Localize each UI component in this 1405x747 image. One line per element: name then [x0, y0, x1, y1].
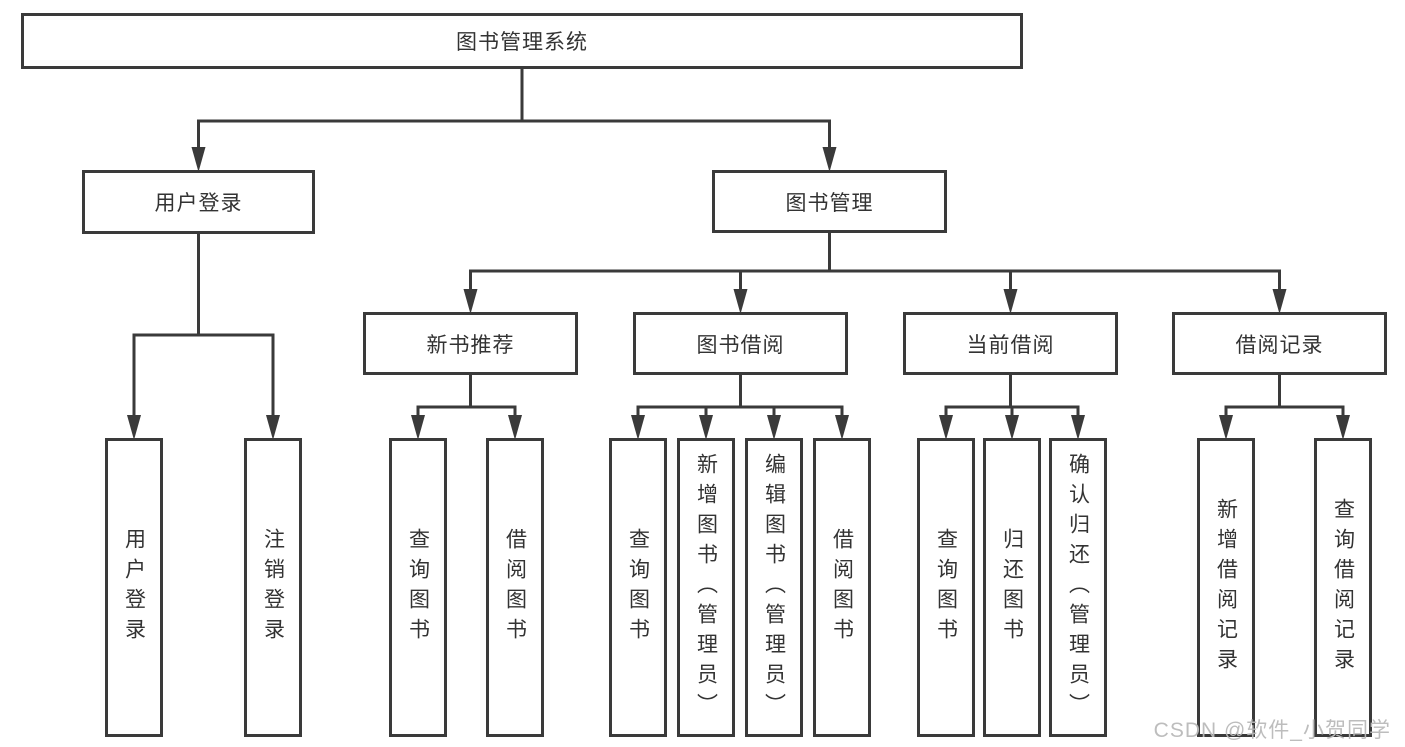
node-records-query-record: 查询借阅记录 — [1314, 438, 1372, 737]
node-borrowing-add-books: 新增图书（管理员） — [677, 438, 735, 737]
node-label: 图书管理系统 — [456, 31, 588, 54]
node-label: 确认归还（管理员） — [1066, 452, 1090, 723]
node-current-return-books: 归还图书 — [983, 438, 1041, 737]
node-label: 借阅记录 — [1235, 333, 1324, 357]
node-label: 归还图书 — [1000, 527, 1024, 648]
node-label: 图书管理 — [785, 191, 874, 215]
node-label: 图书借阅 — [696, 333, 785, 357]
node-book-management: 图书管理 — [712, 170, 947, 233]
node-label: 查询图书 — [406, 527, 430, 648]
node-records-add-record: 新增借阅记录 — [1197, 438, 1255, 737]
node-label: 借阅图书 — [830, 527, 854, 648]
node-label: 借阅图书 — [503, 527, 527, 648]
csdn-watermark: CSDN @软件_小贺同学 — [1153, 719, 1391, 742]
node-logout: 注销登录 — [244, 438, 302, 737]
node-borrowing-edit-books: 编辑图书（管理员） — [745, 438, 803, 737]
node-current-query-books: 查询图书 — [917, 438, 975, 737]
node-user-login: 用户登录 — [82, 170, 315, 234]
node-label: 新书推荐 — [426, 333, 515, 357]
node-label: 查询借阅记录 — [1331, 497, 1355, 678]
node-current-borrowing: 当前借阅 — [903, 312, 1118, 375]
node-root: 图书管理系统 — [21, 13, 1023, 69]
node-login: 用户登录 — [105, 438, 163, 737]
node-label: 用户登录 — [154, 192, 243, 215]
node-label: 编辑图书（管理员） — [762, 452, 786, 723]
node-current-confirm-return: 确认归还（管理员） — [1049, 438, 1107, 737]
node-borrowing-query-books: 查询图书 — [609, 438, 667, 737]
node-book-borrowing: 图书借阅 — [633, 312, 848, 375]
node-label: 注销登录 — [261, 527, 285, 648]
node-label: 查询图书 — [934, 527, 958, 648]
node-label: 新增图书（管理员） — [694, 452, 718, 723]
node-label: 查询图书 — [626, 527, 650, 648]
node-new-book-recommend: 新书推荐 — [363, 312, 578, 375]
node-recommend-borrow-books: 借阅图书 — [486, 438, 544, 737]
node-borrowing-records: 借阅记录 — [1172, 312, 1387, 375]
node-borrowing-borrow-books: 借阅图书 — [813, 438, 871, 737]
node-recommend-query-books: 查询图书 — [389, 438, 447, 737]
node-label: 当前借阅 — [966, 333, 1055, 357]
node-label: 用户登录 — [122, 527, 146, 648]
node-label: 新增借阅记录 — [1214, 497, 1238, 678]
